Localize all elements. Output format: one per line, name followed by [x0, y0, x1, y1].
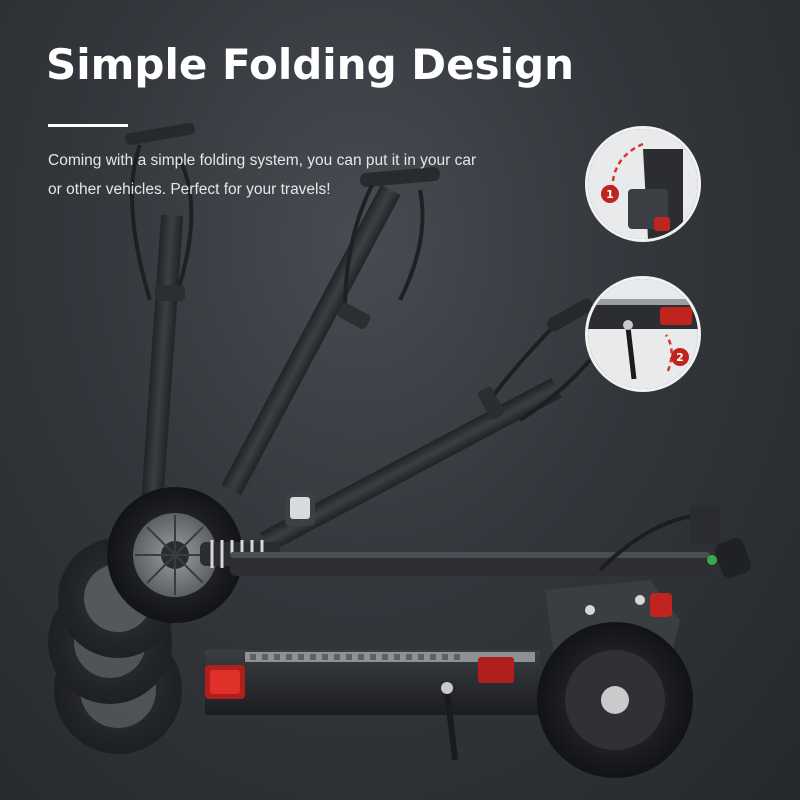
rear-wheel [537, 580, 693, 778]
stem-tilted [221, 167, 440, 496]
headline: Simple Folding Design [46, 40, 574, 89]
description-line-2: or other vehicles. Perfect for your trav… [48, 181, 331, 198]
step-badge-1: 1 [606, 188, 614, 201]
stem-folded-horizontal [230, 505, 751, 578]
stem-upright [125, 122, 195, 536]
folding-latch-callout: 1 [585, 126, 701, 242]
headline-underline [48, 124, 128, 127]
kickstand-icon: 2 [588, 279, 698, 389]
front-wheel-folded [107, 487, 243, 623]
folding-latch-lever-icon: 1 [588, 129, 698, 239]
step-badge-2: 2 [676, 351, 684, 364]
kickstand-callout: 2 [585, 276, 701, 392]
stem-near-folded [260, 298, 593, 553]
scooter-deck [205, 650, 540, 761]
description: Coming with a simple folding system, you… [48, 146, 528, 204]
description-line-1: Coming with a simple folding system, you… [48, 152, 477, 169]
